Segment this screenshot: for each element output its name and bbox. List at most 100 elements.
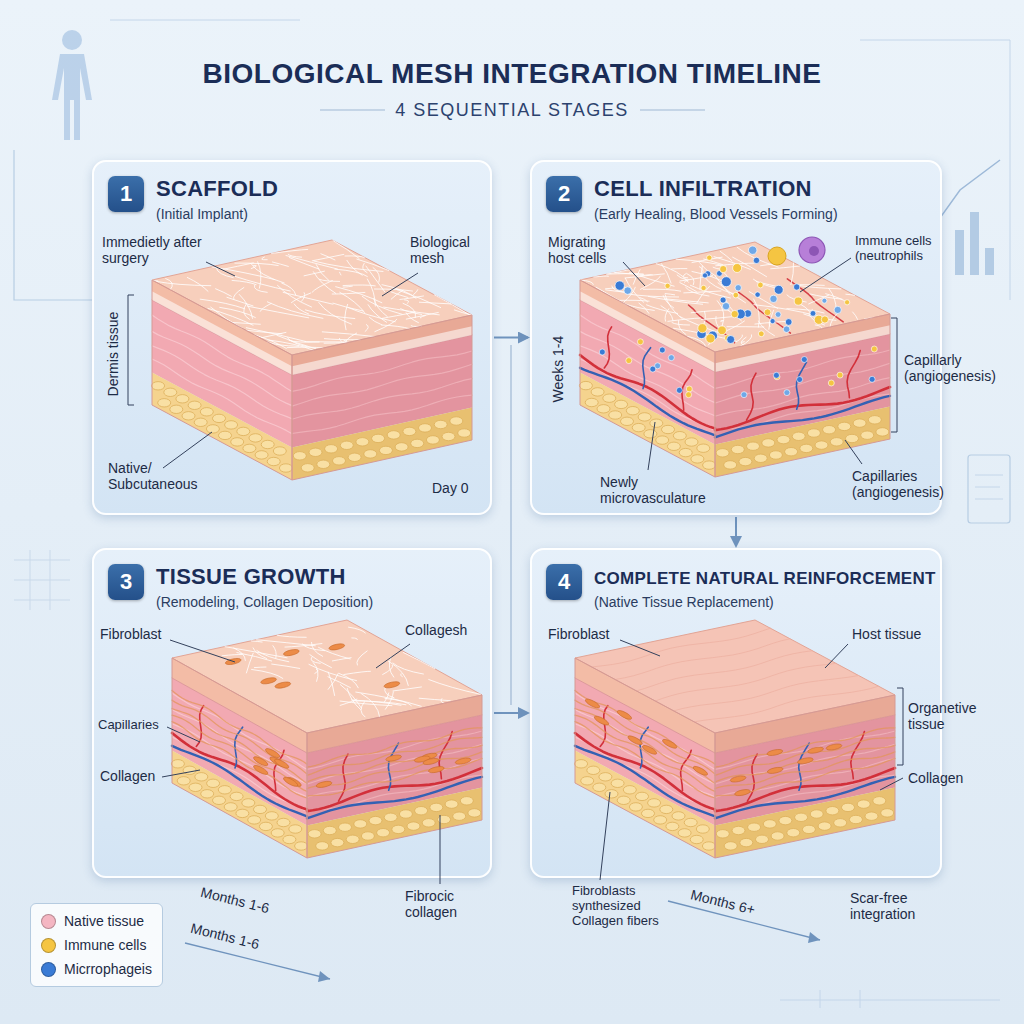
leader-line xyxy=(648,422,655,470)
mesh-fiber xyxy=(741,341,744,343)
mesh-fiber xyxy=(251,669,283,678)
fat-cell xyxy=(176,395,189,403)
fat-cell xyxy=(716,830,729,838)
mesh-fiber xyxy=(262,257,268,260)
collagen-fiber xyxy=(307,745,482,782)
fat-cell xyxy=(450,417,463,425)
document-lines xyxy=(975,475,1003,499)
mesh-fiber xyxy=(382,665,392,675)
host-cell xyxy=(770,319,775,324)
host-cell xyxy=(718,326,727,335)
stage-heading: COMPLETE NATURAL REINFORCEMENT xyxy=(594,569,936,589)
mesh-fiber xyxy=(332,292,366,294)
fat-cell xyxy=(629,803,642,811)
fat-cell xyxy=(881,809,894,817)
callout-label: Fibroblasts synthesized Collagen fibers xyxy=(572,884,662,929)
fat-cell xyxy=(271,829,284,837)
leader-line xyxy=(623,262,645,286)
fat-cell xyxy=(787,829,800,837)
host-cell xyxy=(637,339,643,345)
fat-cell xyxy=(308,830,321,838)
fibroblast-cell xyxy=(428,765,445,773)
fibroblast-cell xyxy=(616,709,633,721)
fat-cell xyxy=(800,444,813,452)
host-cell xyxy=(749,246,757,254)
host-cell xyxy=(741,392,747,398)
blood-vessel xyxy=(172,746,307,817)
mesh-fiber xyxy=(668,318,701,321)
host-cell xyxy=(869,376,875,382)
fat-cell xyxy=(666,822,679,830)
leader-line xyxy=(162,770,200,777)
mesh-fiber xyxy=(339,338,341,341)
fibroblast-cell xyxy=(274,681,291,689)
callout-label: Months 6+ xyxy=(689,886,757,918)
fat-cell xyxy=(445,800,458,808)
fat-cell xyxy=(815,441,828,449)
callout-label: Months 1-6 xyxy=(189,920,261,953)
host-cell xyxy=(828,380,834,386)
tissue-layer xyxy=(715,788,895,859)
mesh-fiber xyxy=(340,701,393,706)
host-cell xyxy=(764,309,771,316)
leader-line xyxy=(382,273,418,296)
host-cell xyxy=(686,386,692,392)
stage-heading: TISSUE GROWTH xyxy=(156,564,346,590)
fat-cell xyxy=(213,414,226,422)
leader-line xyxy=(440,815,441,884)
tissue-layer xyxy=(715,407,890,478)
host-cell xyxy=(659,347,665,353)
mesh-fiber xyxy=(365,324,368,331)
fat-cell xyxy=(206,425,219,433)
collagen-fiber xyxy=(715,752,895,789)
fat-cell xyxy=(325,445,338,453)
fat-cell xyxy=(356,438,369,446)
fat-cell xyxy=(442,432,455,440)
mesh-fiber xyxy=(254,285,267,292)
mesh-fiber xyxy=(219,307,255,317)
mesh-fiber xyxy=(406,312,439,319)
host-cell xyxy=(845,300,850,305)
fat-cell xyxy=(703,461,716,469)
mesh-fiber xyxy=(618,300,649,302)
mesh-fiber xyxy=(404,300,409,304)
fibroblast-cell xyxy=(328,643,345,651)
mesh-fiber xyxy=(339,292,364,313)
blood-vessel xyxy=(580,355,715,429)
host-cell xyxy=(707,255,712,260)
fat-cell xyxy=(702,842,715,850)
mesh-fiber xyxy=(368,304,387,322)
host-cell xyxy=(676,387,682,393)
host-cell xyxy=(871,346,877,352)
host-cell xyxy=(720,266,727,273)
stage-number-badge: 1 xyxy=(108,176,144,212)
mesh-fiber xyxy=(273,645,276,658)
stage-panel: COMPLETE NATURAL REINFORCEMENT(Native Ti… xyxy=(530,548,942,878)
callout-label: Day 0 xyxy=(432,480,492,496)
stage-panel: CELL INFILTRATION(Early Healing, Blood V… xyxy=(530,160,942,515)
host-cell xyxy=(753,257,759,263)
mesh-fiber xyxy=(441,698,444,703)
mesh-fiber xyxy=(357,651,368,666)
host-cell xyxy=(773,372,779,378)
mesh-fiber xyxy=(256,640,316,646)
fat-cell xyxy=(769,451,782,459)
fat-cell xyxy=(575,760,588,768)
tissue-layer xyxy=(292,408,472,481)
mesh-fiber xyxy=(701,317,732,320)
fat-cell xyxy=(243,444,256,452)
blood-vessel xyxy=(715,387,890,430)
mesh-fiber xyxy=(200,299,245,309)
fat-cell xyxy=(642,809,655,817)
panel-fill xyxy=(530,160,942,515)
mesh-fiber xyxy=(215,289,232,297)
mesh-fiber xyxy=(626,294,679,297)
stage-number-badge: 2 xyxy=(546,176,582,212)
leader-line xyxy=(376,644,410,668)
legend-text: Immune cells xyxy=(64,937,146,953)
mesh-fiber xyxy=(846,294,856,295)
fat-cell xyxy=(617,796,630,804)
fat-cell xyxy=(581,777,594,785)
fat-cell xyxy=(636,792,649,800)
mesh-fiber xyxy=(277,635,307,637)
